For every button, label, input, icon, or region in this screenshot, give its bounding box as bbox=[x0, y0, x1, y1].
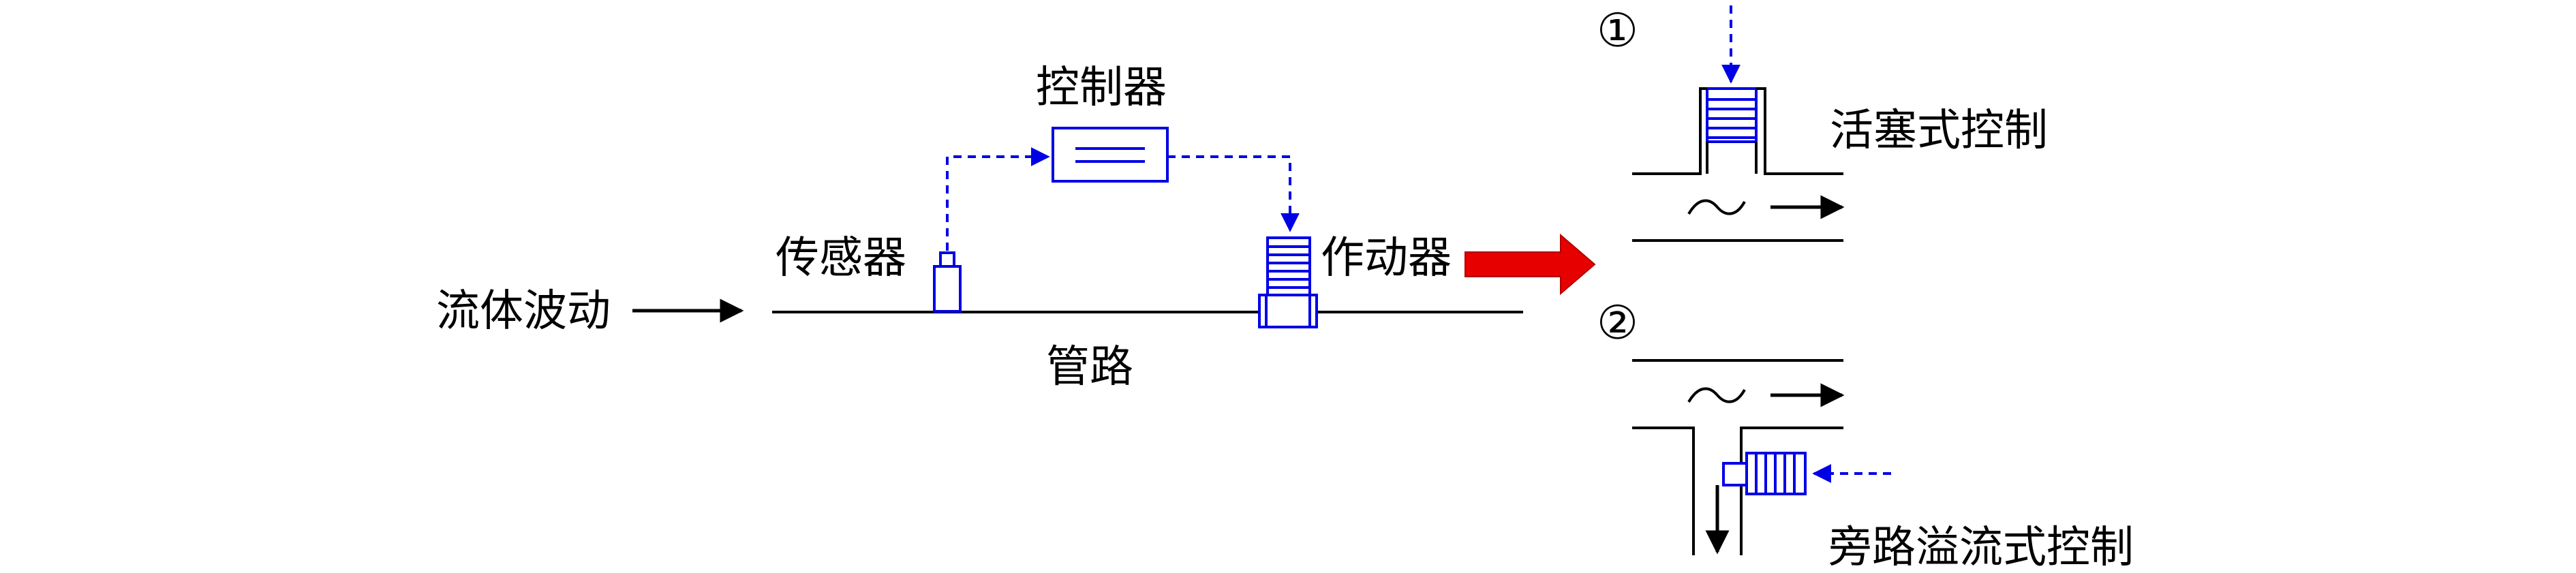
method-2-marker: ② bbox=[1597, 296, 1638, 350]
bypass-control-label: 旁路溢流式控制 bbox=[1828, 523, 2134, 573]
piston-pipe bbox=[1632, 87, 1843, 242]
bypass-actuator-icon bbox=[1722, 452, 1807, 495]
controller-label: 控制器 bbox=[1036, 63, 1167, 113]
piston-control-label: 活塞式控制 bbox=[1830, 106, 2048, 156]
control-signal-line bbox=[1167, 155, 1300, 232]
wave-icon bbox=[1687, 199, 1746, 215]
controller-box-icon bbox=[1052, 127, 1169, 183]
transition-arrow-icon bbox=[1465, 233, 1596, 296]
bypass-pipe bbox=[1632, 359, 1843, 555]
sensor-label: 传感器 bbox=[776, 233, 906, 283]
actuator-label: 作动器 bbox=[1321, 233, 1452, 283]
piston-actuator-icon bbox=[1706, 87, 1758, 143]
sensor-signal-line bbox=[946, 147, 1050, 251]
method-1-marker: ① bbox=[1597, 4, 1638, 58]
fluid-wave-label: 流体波动 bbox=[436, 286, 611, 337]
actuator-icon bbox=[1258, 236, 1318, 328]
pipe-label: 管路 bbox=[1046, 342, 1133, 392]
wave-icon bbox=[1687, 387, 1746, 403]
sensor-icon bbox=[933, 251, 962, 313]
